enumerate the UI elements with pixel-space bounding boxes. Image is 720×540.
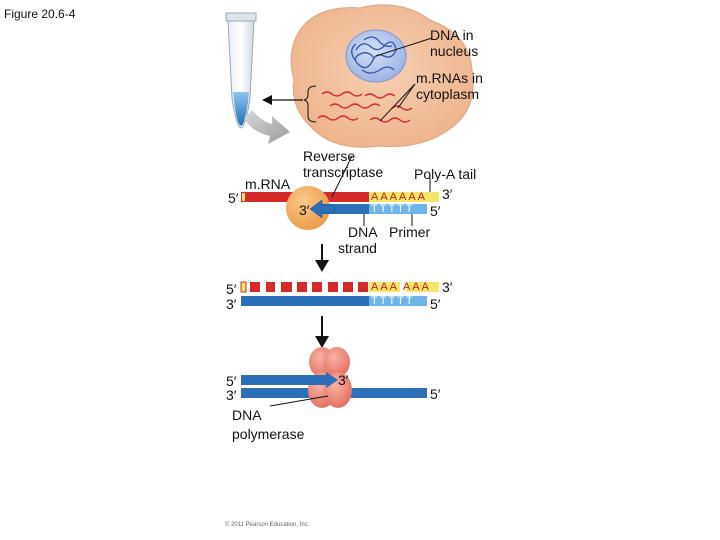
stage3-5prime: 5′ (226, 373, 237, 389)
down-arrow-2 (315, 316, 329, 348)
label-mrnas-line2: cytoplasm (416, 86, 480, 102)
label-mrnas-line1: m.RNAs in (416, 70, 483, 86)
stage3-new-strand-3prime: 3′ (338, 372, 349, 388)
cytoplasm-mrnas (317, 91, 413, 123)
stage2-5prime: 5′ (226, 281, 237, 297)
stage1-dna-5prime: 5′ (430, 203, 441, 219)
stage3-right-5prime: 5′ (430, 386, 441, 402)
down-arrow-1 (315, 244, 329, 272)
stage2-poly-t-sequence: TTTTT (371, 295, 415, 307)
copyright-notice: © 2011 Pearson Education, Inc. (225, 522, 310, 528)
stage2-3prime: 3′ (226, 296, 237, 312)
stage-second-strand-synthesis (241, 347, 427, 408)
stage-mrna-degradation (240, 281, 439, 306)
label-dna-in-nucleus-line2: nucleus (430, 43, 479, 59)
cell-illustration (290, 4, 474, 148)
stage1-mrna-3prime: 3′ (442, 186, 453, 202)
extraction-arrow (262, 85, 317, 123)
label-dna-polymerase-line2: polymerase (232, 426, 305, 442)
stage2-poly-a-sequence: AAA AAA (371, 281, 431, 293)
stage1-dna-3prime: 3′ (299, 202, 310, 218)
stage2-right-3prime: 3′ (442, 279, 453, 295)
stage1-poly-a-sequence: AAAAAA (371, 191, 428, 203)
stage3-3prime: 3′ (226, 387, 237, 403)
label-mrna: m.RNA (245, 176, 291, 192)
polymerase-direction-arrow-icon (326, 372, 338, 388)
label-reverse-transcriptase-line2: transcriptase (303, 164, 384, 180)
label-primer: Primer (389, 224, 431, 240)
stage1-mrna-5prime: 5′ (228, 190, 239, 206)
stage1-poly-t-sequence: TTTTT (371, 203, 415, 215)
figure-title: Figure 20.6-4 (4, 7, 76, 21)
label-reverse-transcriptase-line1: Reverse (303, 148, 356, 164)
stage2-right-5prime: 5′ (430, 296, 441, 312)
synthesis-direction-arrow-icon (309, 199, 335, 219)
label-dna-strand-line1: DNA (348, 224, 378, 240)
label-dna-polymerase-line1: DNA (232, 407, 262, 423)
nuclear-dna (351, 36, 397, 74)
label-poly-a-tail: Poly-A tail (414, 166, 477, 182)
label-dna-strand-line2: strand (338, 240, 377, 256)
stage-reverse-transcription (241, 155, 439, 230)
gray-curved-arrow-icon (244, 110, 290, 144)
test-tube-icon (225, 12, 257, 129)
label-dna-in-nucleus-line1: DNA in (430, 27, 474, 43)
reverse-transcriptase-enzyme (286, 186, 330, 230)
